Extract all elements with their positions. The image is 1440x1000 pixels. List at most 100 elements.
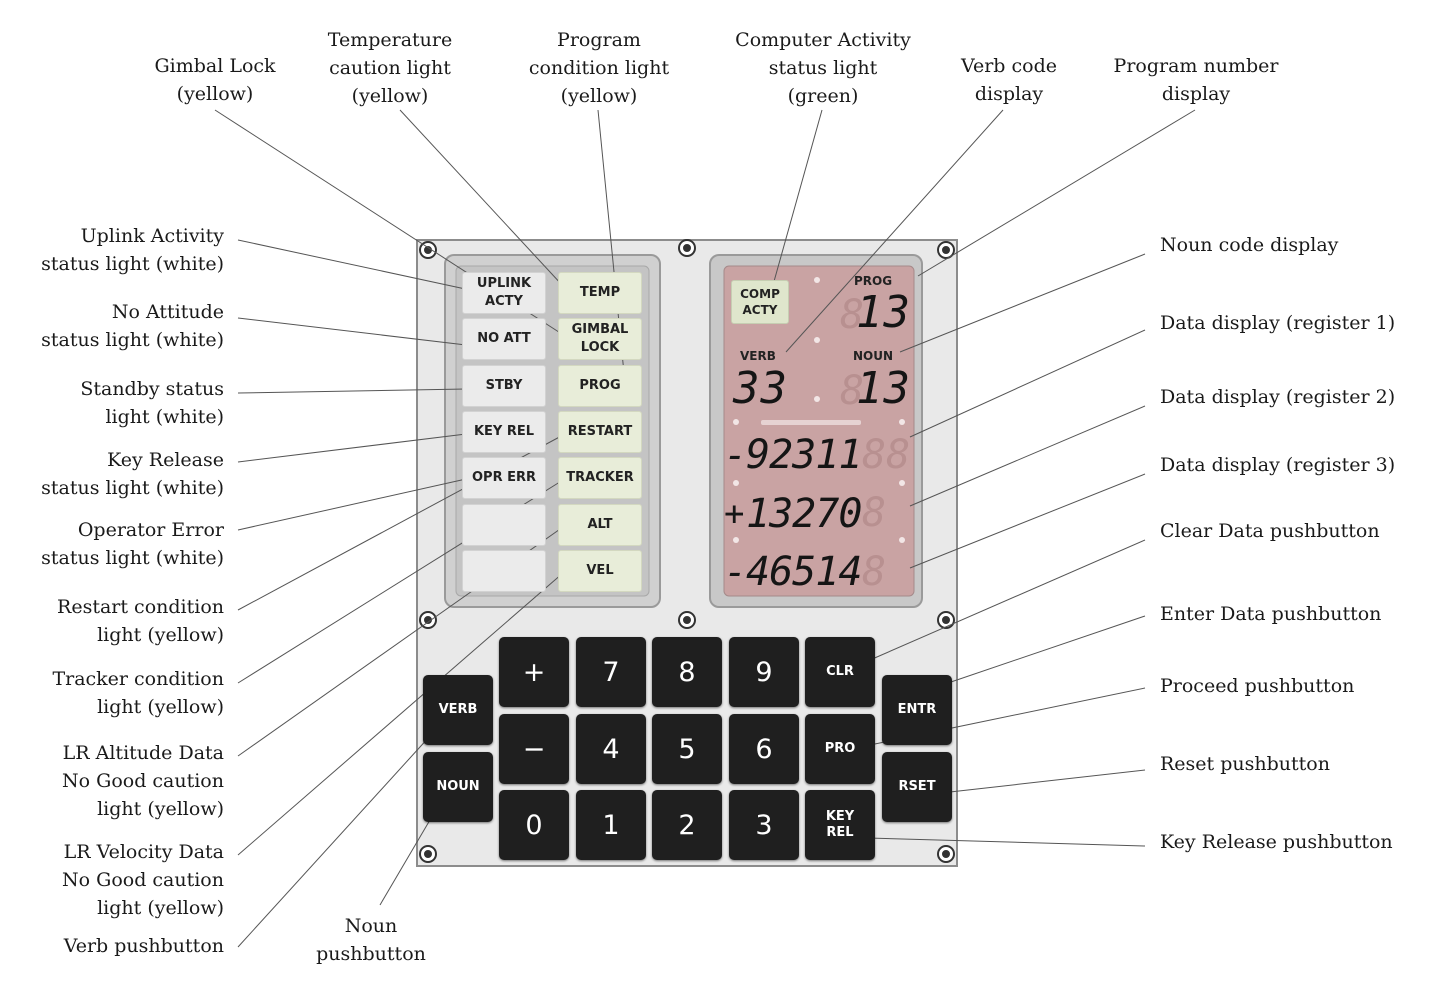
plus-button[interactable]: + [499, 637, 569, 707]
text-line: light (white) [105, 406, 224, 428]
leader-no-att [237, 317, 467, 346]
text-line: display [974, 83, 1044, 105]
verb-button[interactable]: VERB [423, 675, 493, 745]
text-line: Uplink Activity [80, 225, 224, 247]
leader-verb-display [785, 109, 1004, 353]
four-button[interactable]: 4 [576, 714, 646, 784]
text-line: status light (white) [41, 253, 224, 275]
text-line: NO ATT [477, 331, 531, 347]
text-line: Noun [344, 915, 398, 937]
one-button[interactable]: 1 [576, 790, 646, 860]
text-line: VERB [438, 702, 478, 717]
text-line: pushbutton [316, 943, 426, 965]
text-line: UPLINK [476, 276, 532, 291]
display-dot [814, 337, 820, 343]
text-line: Data display (register 3) [1160, 454, 1396, 476]
blank-light-2 [462, 549, 546, 592]
callout-gimbal-lock: Gimbal Lock(yellow) [154, 52, 275, 108]
text-line: No Attitude [111, 301, 224, 323]
restart-light: RESTART [558, 410, 642, 453]
text-line: RESTART [567, 423, 633, 439]
blank-light-1 [462, 503, 546, 546]
text-line: Verb pushbutton [63, 935, 224, 957]
text-line: light (yellow) [97, 897, 224, 919]
text-line: KEY [825, 809, 855, 824]
prog-value: 13 [856, 287, 911, 338]
text-line: Tracker condition [52, 668, 224, 690]
leader-key-rel-light [237, 433, 467, 463]
noun-label: NOUN [853, 349, 894, 363]
reg3-value: 46514 [746, 549, 862, 595]
text-line: Operator Error [77, 519, 224, 541]
text-line: PROG [579, 377, 621, 393]
leader-uplink [237, 239, 471, 291]
leader-temp [399, 109, 564, 287]
text-line: KEY REL [473, 423, 535, 439]
key-rel-light: KEY REL [462, 410, 546, 453]
callout-clr-btn: Clear Data pushbutton [1160, 517, 1380, 545]
text-line: Clear Data pushbutton [1160, 520, 1380, 542]
text-line: LR Altitude Data [62, 742, 224, 764]
text-line: VEL [586, 562, 614, 578]
ghost-digits: 8 [840, 368, 864, 414]
leader-lr-vel [237, 572, 564, 856]
two-button[interactable]: 2 [652, 790, 722, 860]
display-glass [723, 265, 915, 597]
text-line: Key Release pushbutton [1160, 831, 1393, 853]
text-line: (yellow) [351, 85, 429, 107]
nine-button[interactable]: 9 [729, 637, 799, 707]
eight-button[interactable]: 8 [652, 637, 722, 707]
text-line: (yellow) [560, 85, 638, 107]
text-line: ALT [587, 516, 613, 532]
stby-light: STBY [462, 364, 546, 407]
text-line: NOUN [436, 779, 480, 794]
five-button[interactable]: 5 [652, 714, 722, 784]
clr-button[interactable]: CLR [805, 637, 875, 707]
text-line: 8 [678, 656, 696, 688]
text-line: COMP [740, 287, 780, 301]
text-line: Proceed pushbutton [1160, 675, 1355, 697]
pro-button[interactable]: PRO [805, 714, 875, 784]
callout-entr-btn: Enter Data pushbutton [1160, 600, 1381, 628]
text-line: status light (white) [41, 329, 224, 351]
leader-prog-display [917, 109, 1196, 277]
rset-button[interactable]: RSET [882, 752, 952, 822]
text-line: 7 [602, 656, 620, 688]
text-line: ENTR [897, 702, 937, 717]
minus-button[interactable]: − [499, 714, 569, 784]
display-dot [899, 537, 905, 543]
callout-verb-btn: Verb pushbutton [64, 932, 224, 960]
six-button[interactable]: 6 [729, 714, 799, 784]
zero-button[interactable]: 0 [499, 790, 569, 860]
entr-button[interactable]: ENTR [882, 675, 952, 745]
callout-rset-btn: Reset pushbutton [1160, 750, 1330, 778]
callout-opr-err: Operator Error status light (white) [41, 516, 224, 572]
text-line: Data display (register 2) [1160, 386, 1396, 408]
temp-light: TEMP [558, 272, 642, 314]
reg1-value: 92311 [746, 432, 862, 478]
text-line: ACTY [485, 294, 523, 309]
text-line: 3 [755, 809, 773, 841]
noun-button[interactable]: NOUN [423, 752, 493, 822]
leader-reg3 [909, 473, 1146, 569]
text-line: 2 [678, 809, 696, 841]
text-line: Key Release [107, 449, 224, 471]
leader-comp-acty [772, 109, 823, 286]
text-line: Temperature [327, 29, 453, 51]
verb-label: VERB [740, 349, 776, 363]
text-line: Program number [1113, 55, 1279, 77]
text-line: status light (white) [41, 547, 224, 569]
text-line: Verb code [961, 55, 1057, 77]
three-button[interactable]: 3 [729, 790, 799, 860]
vel-light: VEL [558, 549, 642, 592]
reg1-sign: - [724, 433, 748, 477]
seven-button[interactable]: 7 [576, 637, 646, 707]
text-line: display [1161, 83, 1231, 105]
reg2-value: 13270 [746, 491, 862, 537]
